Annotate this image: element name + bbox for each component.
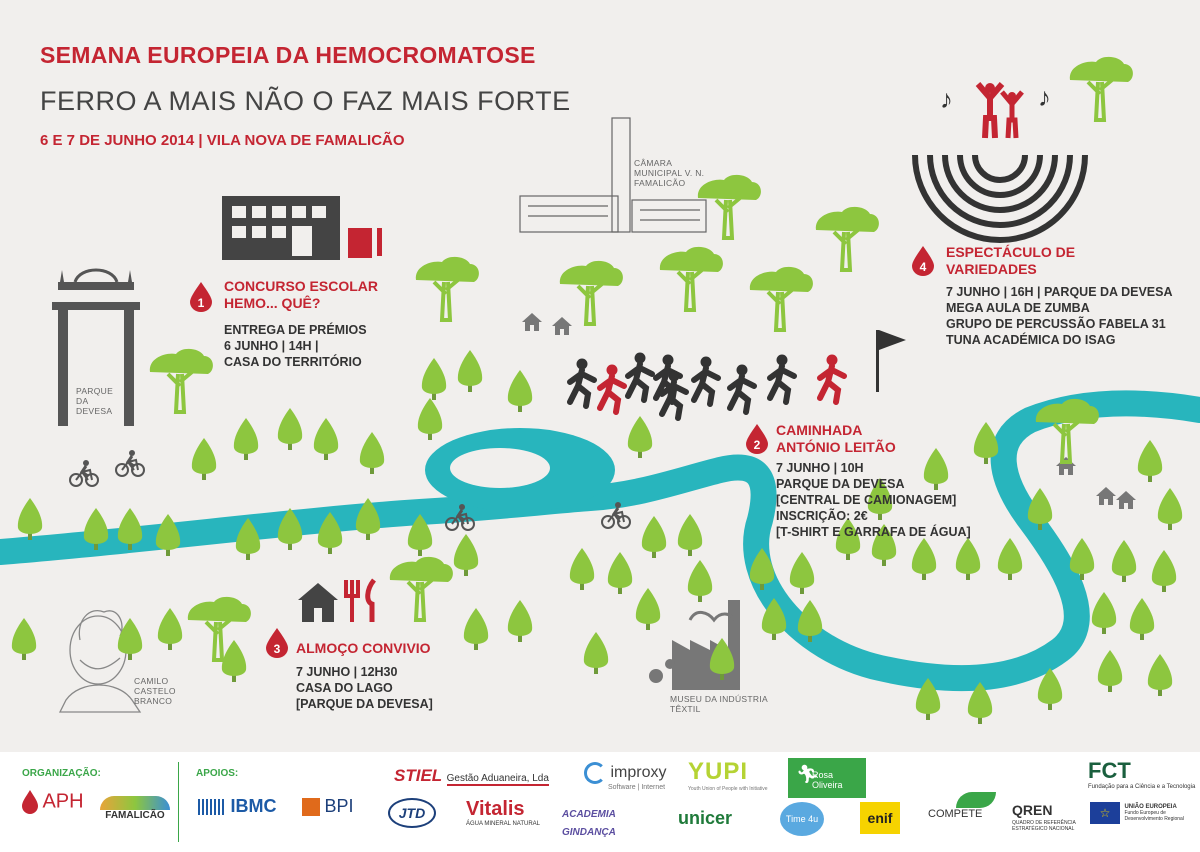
- yupi-logo[interactable]: YUPI Youth Union of People with Initiati…: [688, 758, 768, 792]
- walkers-icon: [570, 330, 906, 418]
- sponsors-footer: ORGANIZAÇÃO: APOIOS: APH FAMALICÃO STIEL…: [0, 752, 1200, 852]
- parque-gate-icon: [52, 268, 140, 426]
- lunch-icon: [298, 578, 377, 622]
- svg-text:1: 1: [198, 296, 205, 310]
- event-3-title: ALMOÇO CONVIVIO: [296, 640, 431, 656]
- improxy-circle-icon: [584, 762, 606, 784]
- aph-logo[interactable]: APH: [22, 790, 84, 814]
- event-date-place: 6 E 7 DE JUNHO 2014 | VILA NOVA DE FAMAL…: [40, 132, 405, 149]
- ibmc-logo[interactable]: IBMC: [198, 796, 276, 817]
- svg-text:♪: ♪: [1038, 82, 1051, 112]
- stiel-logo[interactable]: STIEL Gestão Aduaneira, Lda: [394, 766, 549, 786]
- stage-arcs-icon: [912, 154, 1088, 243]
- academia-gindanca-logo[interactable]: ACADEMIA GINDANÇA: [562, 809, 616, 838]
- event-map: ♪ ♪: [0, 54, 1200, 724]
- camara-building-icon: [519, 117, 707, 233]
- event-title: SEMANA EUROPEIA DA HEMOCROMATOSE: [40, 42, 536, 68]
- event-4-marker-icon: 4: [912, 246, 934, 276]
- event-slogan: FERRO A MAIS NÃO O FAZ MAIS FORTE: [40, 86, 571, 116]
- event-2-marker-icon: 2: [746, 424, 768, 454]
- qren-logo[interactable]: QREN QUADRO DE REFERÊNCIA ESTRATÉGICO NA…: [1012, 802, 1076, 832]
- famalicao-logo[interactable]: FAMALICÃO: [100, 796, 170, 821]
- enif-logo[interactable]: enif: [860, 802, 900, 834]
- svg-text:3: 3: [274, 642, 281, 656]
- aph-drop-icon: [22, 790, 38, 814]
- svg-text:2: 2: [754, 438, 761, 452]
- svg-text:4: 4: [920, 260, 927, 274]
- time4u-logo[interactable]: Time 4u: [780, 802, 824, 836]
- organizacao-label: ORGANIZAÇÃO:: [22, 768, 101, 779]
- school-icon: [222, 196, 382, 260]
- bpi-logo[interactable]: BPI: [302, 796, 353, 817]
- rosa-oliveira-logo[interactable]: 🏃︎ Rosa Oliveira: [788, 758, 866, 798]
- improxy-logo[interactable]: improxy Software | Internet: [584, 762, 666, 791]
- compete-leaf-icon: [956, 792, 996, 808]
- bpi-flower-icon: [302, 797, 320, 816]
- eu-logo[interactable]: ☆ UNIÃO EUROPEIA Fundo Europeu de Desenv…: [1090, 802, 1190, 824]
- event-3-marker-icon: 3: [266, 628, 288, 658]
- footer-divider: [178, 762, 179, 842]
- dancers-icon: ♪ ♪: [940, 82, 1051, 139]
- svg-text:♪: ♪: [940, 84, 953, 114]
- famalicao-emblem: [100, 796, 170, 810]
- ibmc-stripes-icon: [198, 798, 226, 815]
- fct-logo[interactable]: FCT Fundação para a Ciência e a Tecnolog…: [1088, 758, 1196, 790]
- jtd-logo[interactable]: JTD: [388, 798, 436, 828]
- vitalis-logo[interactable]: Vitalis ÁGUA MINERAL NATURAL: [466, 798, 541, 827]
- compete-logo[interactable]: COMPETE: [928, 792, 996, 820]
- unicer-logo[interactable]: unicer: [678, 808, 733, 828]
- eu-flag-icon: ☆: [1090, 802, 1120, 824]
- apoios-label: APOIOS:: [196, 768, 239, 779]
- event-1-marker-icon: 1: [190, 282, 212, 312]
- runner-icon: 🏃︎: [796, 764, 819, 784]
